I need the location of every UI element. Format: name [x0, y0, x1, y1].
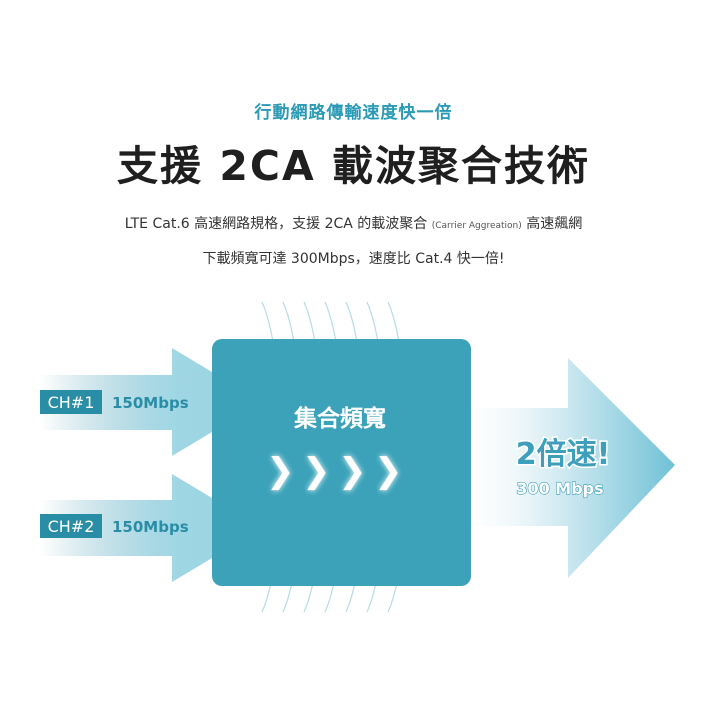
page-title: 支援 2CA 載波聚合技術 — [117, 142, 590, 190]
result-main: 2倍速! — [516, 437, 611, 472]
input-arrow-ch1 — [40, 348, 262, 456]
description-note: (Carrier Aggreation) — [431, 221, 522, 231]
ch2-tag — [40, 514, 102, 538]
description-line-2: 下載頻寬可達 300Mbps，速度比 Cat.4 快一倍! — [202, 251, 505, 267]
chevron-right-icon: ❯ — [302, 451, 331, 491]
ch1-tag-label: CH#1 — [48, 393, 95, 412]
aggregation-box — [212, 339, 471, 586]
ch2-speed: 150Mbps — [112, 518, 189, 536]
description-text: LTE Cat.6 高速網路規格，支援 2CA 的載波聚合 — [124, 216, 432, 232]
chevron-right-icon: ❯ — [374, 451, 403, 491]
result-sub: 300 Mbps — [516, 479, 603, 498]
chevron-right-icon: ❯ — [338, 451, 367, 491]
ch1-tag — [40, 390, 102, 414]
ch1-speed: 150Mbps — [112, 394, 189, 412]
aggregate-label: 集合頻寬 — [293, 405, 386, 432]
output-arrow — [460, 358, 675, 578]
description-line-1: LTE Cat.6 高速網路規格，支援 2CA 的載波聚合 (Carrier A… — [0, 213, 707, 233]
subtitle: 行動網路傳輸速度快一倍 — [254, 103, 453, 123]
description-text-end: 高速飆網 — [521, 216, 583, 232]
input-arrow-ch2 — [40, 474, 262, 582]
chevron-right-icon: ❯ — [266, 451, 295, 491]
ch2-tag-label: CH#2 — [48, 517, 95, 536]
